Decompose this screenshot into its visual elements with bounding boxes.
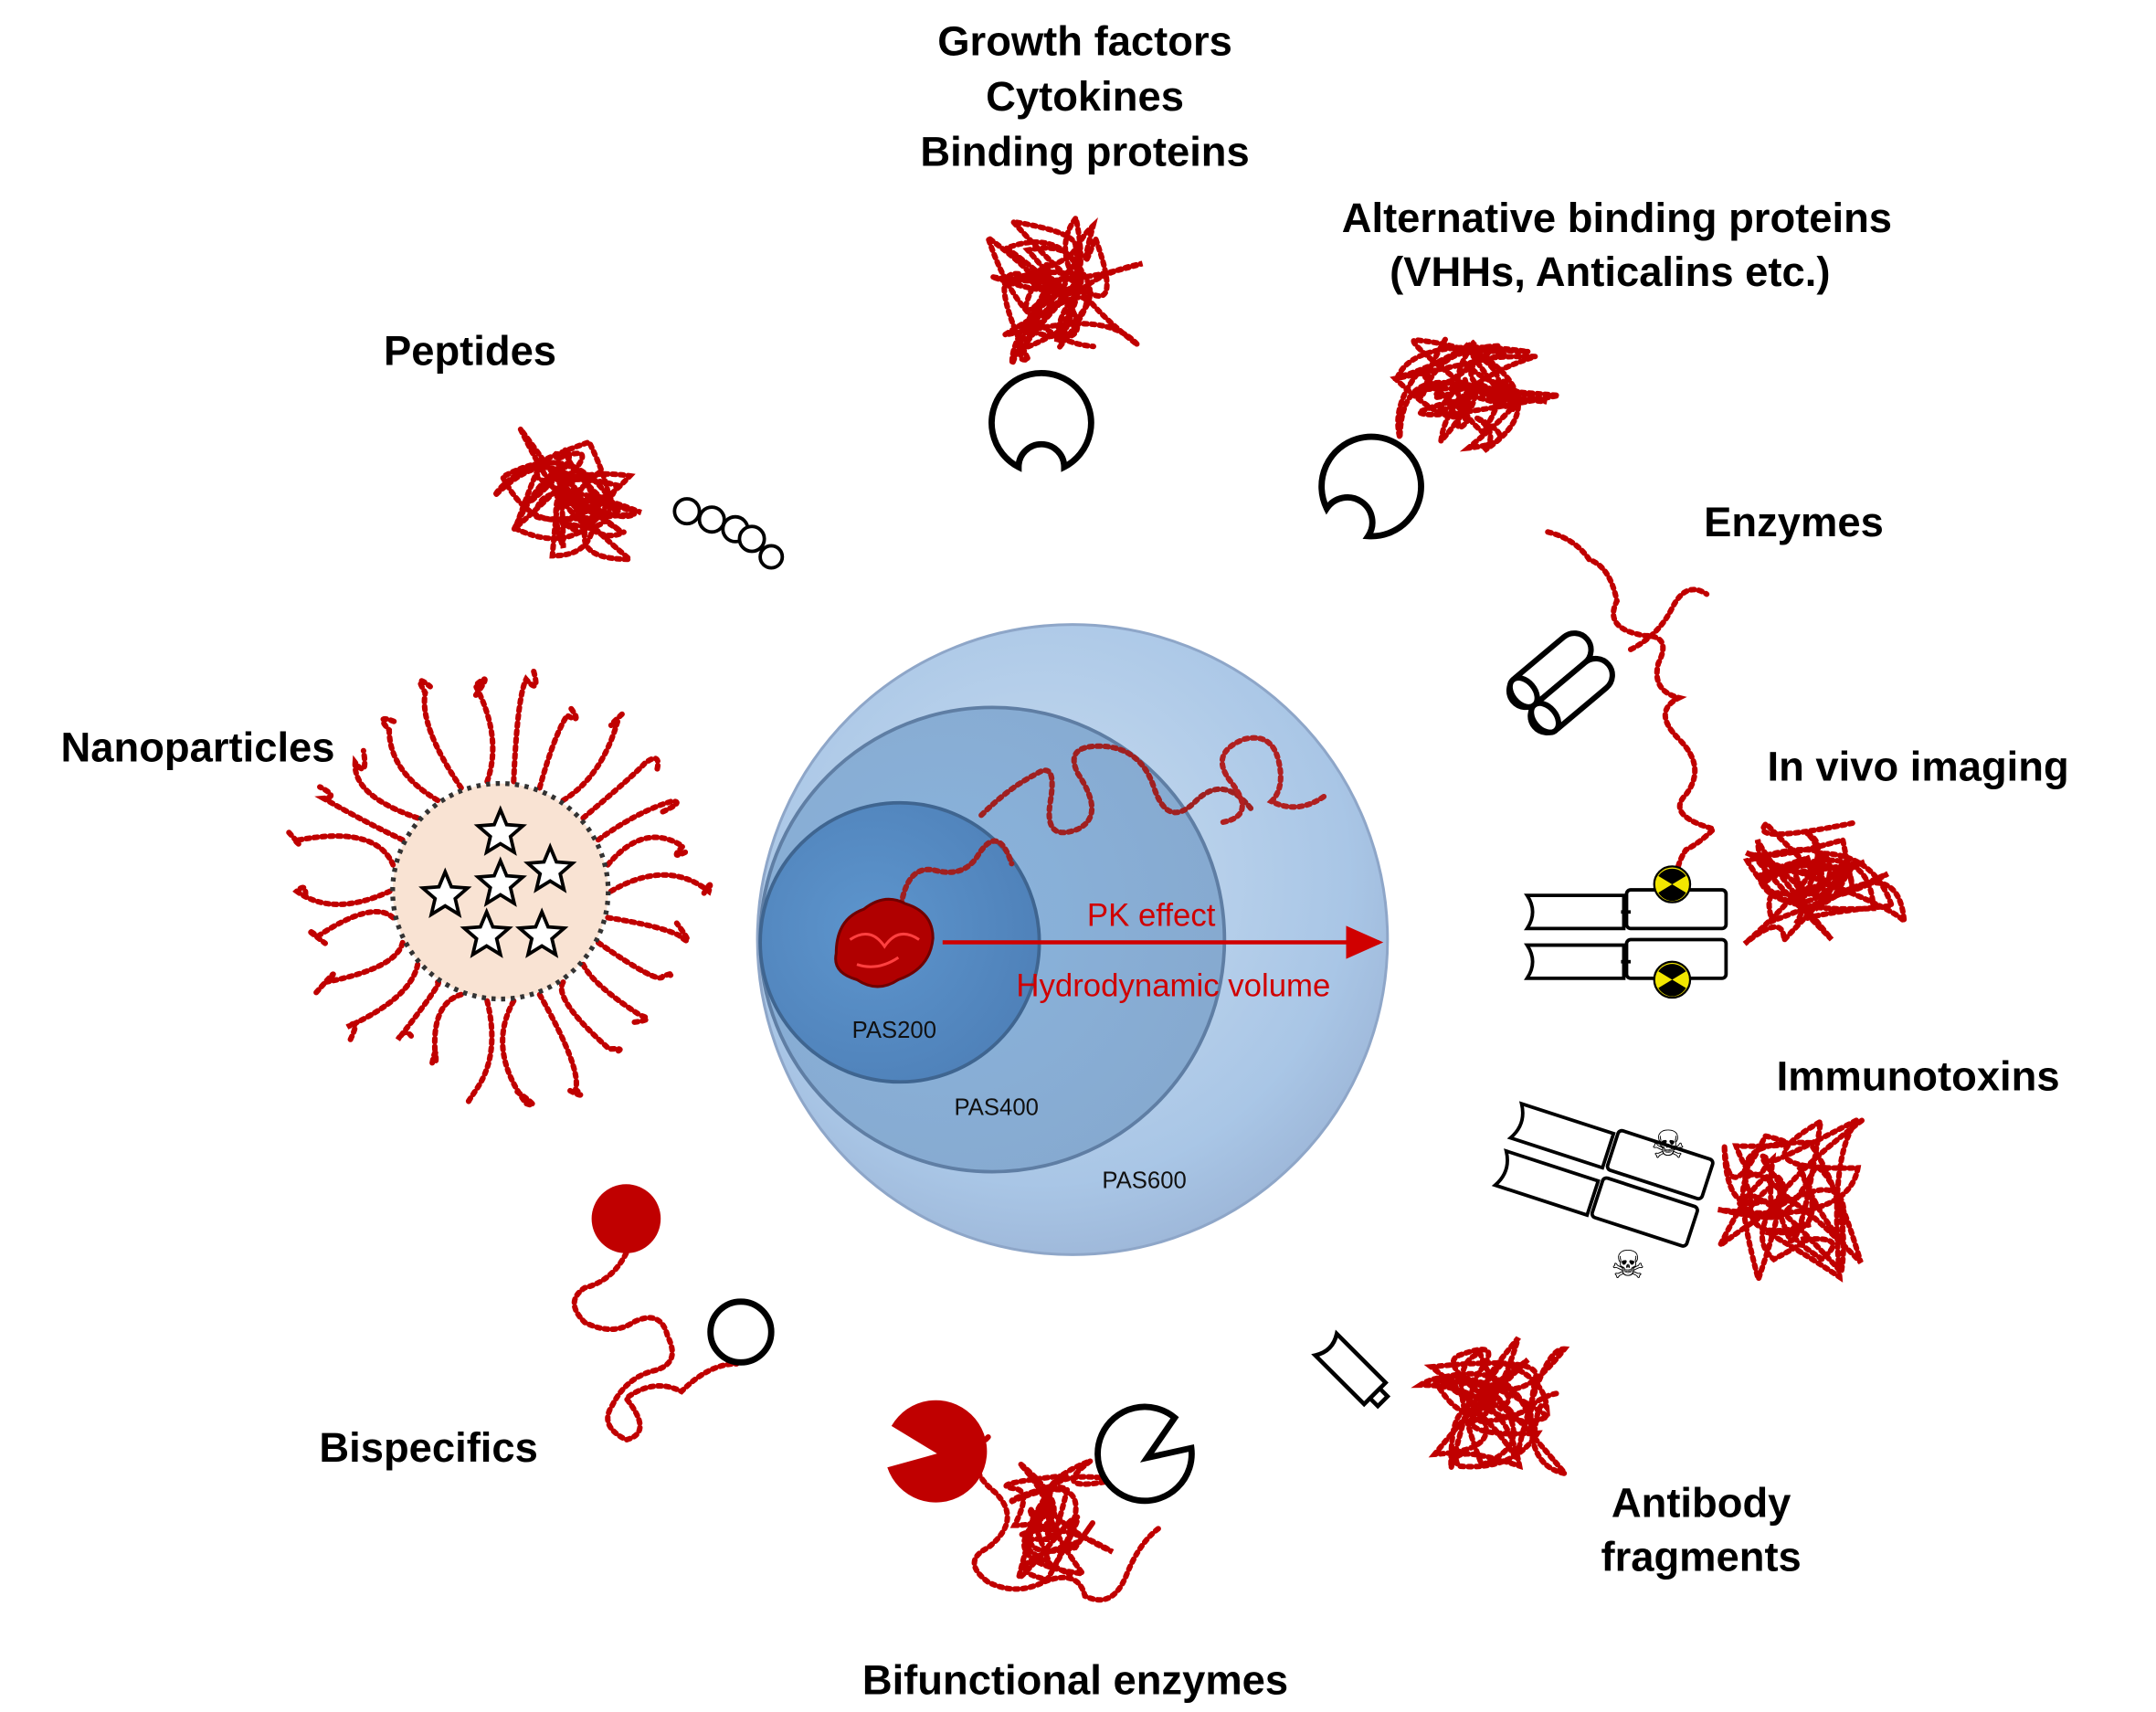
pas-chain-bispecific [571, 1250, 740, 1443]
skull-icon: ☠ [1611, 1244, 1645, 1287]
hydrodynamic-volume-label: Hydrodynamic volume [1016, 969, 1330, 1004]
pas-chain-enzyme [1545, 529, 1719, 894]
alternative-binding-protein-icon [1318, 433, 1424, 540]
drug-star-icon [473, 856, 527, 907]
pas-blob-immunotoxin [1717, 1115, 1865, 1289]
pas400-label: PAS400 [955, 1095, 1039, 1121]
nanoparticle-pas-chain [284, 828, 396, 868]
antibody-fragment-icon [1311, 1329, 1391, 1410]
nanoparticle-pas-chain [345, 961, 421, 1043]
nanoparticle-pas-chain [595, 939, 675, 981]
pas200-label: PAS200 [852, 1018, 936, 1043]
label-enzymes: Enzymes [1704, 499, 1884, 545]
bifunctional-enzyme-open-icon [1094, 1403, 1195, 1505]
nanoparticle-pas-chain [580, 961, 650, 1026]
nanoparticle-pas-chain [417, 678, 464, 791]
pas-blob-peptide [492, 427, 642, 563]
label-bispecifics: Bispecifics [319, 1424, 538, 1471]
immunotoxin-antibody-icon [1491, 1101, 1715, 1248]
nanoparticle-pas-chain [605, 914, 691, 944]
label-immunotoxins: Immunotoxins [1777, 1052, 2060, 1099]
pas-chain-400 [978, 743, 1254, 836]
pas-blob-imaging [1742, 819, 1908, 947]
drug-star-icon [418, 867, 472, 918]
nanoparticle-pas-chain [428, 991, 464, 1070]
label-cytokines: Cytokines [986, 73, 1184, 120]
label-antibody: Antibody [1612, 1480, 1791, 1527]
nanoparticle-pas-chain [471, 676, 496, 785]
nanoparticle-pas-chain [306, 909, 396, 946]
pas-chain-bifunctional-link [971, 1433, 1164, 1603]
nanoparticle-pas-chain [560, 708, 629, 804]
label-alternative-binding-proteins: Alternative binding proteins [1342, 195, 1892, 241]
pas-chain-600 [1219, 734, 1330, 825]
nanoparticle-pas-chain [312, 939, 406, 997]
binding-protein-icon [988, 369, 1094, 472]
bispecific-open-domain-icon [707, 1298, 775, 1366]
nanoparticle-pas-chain [314, 784, 406, 843]
label-bifunctional-enzymes: Bifunctional enzymes [862, 1656, 1288, 1703]
drug-star-icon [460, 907, 513, 958]
label-binding-proteins: Binding proteins [920, 129, 1249, 175]
drug-star-icon [514, 907, 569, 958]
peptide-beads-icon [672, 497, 785, 570]
nanoparticle-pas-chain [292, 884, 393, 907]
nanoparticle-pas-chain [595, 798, 680, 843]
nanoparticle-pas-chain [352, 747, 421, 821]
protein-structure-icon [834, 897, 935, 988]
pas-blob-antibody-fragment [1411, 1336, 1572, 1478]
skull-icon: ☠ [1651, 1124, 1686, 1167]
nanoparticle-pas-chain [580, 756, 661, 821]
label-in-vivo-imaging: In vivo imaging [1768, 744, 2069, 790]
bispecific-red-domain-icon [591, 1184, 661, 1253]
label-alternative-binding-examples: (VHHs, Anticalins etc.) [1390, 248, 1830, 295]
label-peptides: Peptides [384, 327, 556, 374]
nanoparticle-pas-chain [395, 979, 442, 1041]
nanoparticle-pas-chain [511, 666, 539, 785]
pas-blob-alt-binding [1390, 335, 1559, 453]
bifunctional-enzyme-red-icon [887, 1400, 988, 1503]
label-fragments: fragments [1601, 1534, 1801, 1580]
drug-star-icon [473, 805, 527, 856]
nanoparticle-pas-chain [536, 705, 579, 791]
nanoparticle-pas-chain [379, 715, 441, 804]
nanoparticle-pas-chain [608, 872, 713, 900]
pas-chain-blobs [284, 211, 1908, 1603]
nanoparticle-icon [390, 780, 611, 1002]
hydrodynamic-spheres: PK effect Hydrodynamic volume PAS200 PAS… [756, 623, 1390, 1256]
nanoparticle-pas-chain [536, 991, 584, 1098]
nanoparticle-pas-chain [464, 998, 495, 1106]
pas-blob-bifunctional [1003, 1458, 1117, 1583]
radiation-icon [1653, 960, 1692, 999]
nanoparticle-pas-chain [558, 979, 623, 1054]
radiation-icon [1653, 865, 1692, 904]
enzyme-cylinder-icon [1506, 630, 1615, 735]
pk-effect-label: PK effect [1087, 898, 1216, 933]
pas600-label: PAS600 [1102, 1168, 1186, 1194]
pas-chain-200 [898, 838, 1015, 908]
nanoparticle-pas-chain [500, 998, 536, 1108]
pas-blob-growth-factor [982, 211, 1144, 365]
drug-star-icon [523, 842, 577, 893]
label-nanoparticles: Nanoparticles [61, 724, 335, 770]
label-growth-factors: Growth factors [937, 18, 1232, 65]
nanoparticle-pas-chain [605, 834, 689, 868]
imaging-antibody-icon [1524, 888, 1728, 980]
